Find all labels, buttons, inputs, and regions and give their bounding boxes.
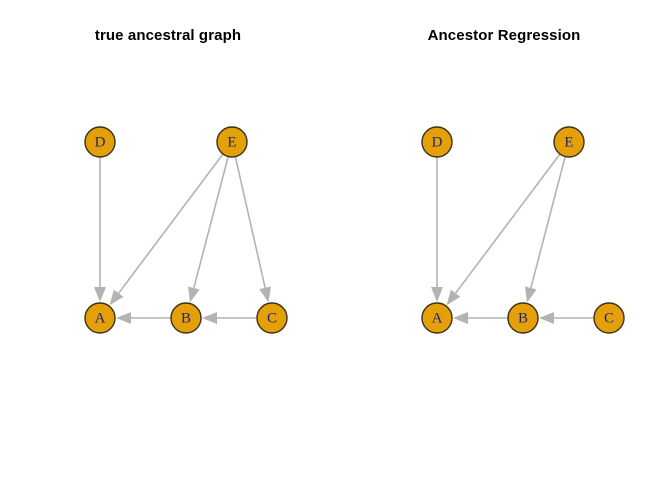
node-B[interactable]: B: [170, 302, 202, 334]
edge-D-to-A: [94, 157, 106, 302]
arrowhead-icon: [446, 289, 461, 306]
node-circle[interactable]: [507, 302, 539, 334]
graph-true-ancestral-graph: D E A B C: [84, 126, 288, 334]
node-D[interactable]: D: [421, 126, 453, 158]
arrowhead-icon: [453, 312, 468, 324]
node-label: A: [95, 311, 106, 327]
node-circle[interactable]: [421, 302, 453, 334]
panel-title-right: Ancestor Regression: [427, 27, 581, 44]
edge-line: [234, 156, 266, 288]
node-E[interactable]: E: [216, 126, 248, 158]
edge-E-to-A: [109, 153, 224, 306]
edge-D-to-A: [431, 157, 443, 302]
edge-B-to-A: [116, 312, 171, 324]
node-label: D: [95, 135, 106, 151]
edge-E-to-A: [446, 153, 561, 306]
node-circle[interactable]: [256, 302, 288, 334]
node-D[interactable]: D: [84, 126, 116, 158]
edge-C-to-B: [202, 312, 257, 324]
node-circle[interactable]: [84, 302, 116, 334]
node-A[interactable]: A: [84, 302, 116, 334]
node-B[interactable]: B: [507, 302, 539, 334]
arrowhead-icon: [94, 287, 106, 302]
arrowhead-icon: [539, 312, 554, 324]
edge-C-to-B: [539, 312, 594, 324]
edge-E-to-B: [188, 156, 229, 303]
node-circle[interactable]: [421, 126, 453, 158]
node-circle[interactable]: [170, 302, 202, 334]
arrowhead-icon: [525, 286, 537, 303]
arrowhead-icon: [116, 312, 131, 324]
node-A[interactable]: A: [421, 302, 453, 334]
node-circle[interactable]: [216, 126, 248, 158]
node-label: D: [432, 135, 443, 151]
panel-ancestor-regression: Ancestor Regression D E A B C: [336, 0, 672, 480]
node-circle[interactable]: [593, 302, 625, 334]
node-label: C: [604, 311, 614, 327]
graph-ancestor-regression: D E A B C: [421, 126, 625, 334]
edge-line: [117, 153, 224, 294]
node-label: A: [432, 311, 443, 327]
edge-E-to-B: [525, 156, 566, 303]
node-label: B: [181, 311, 191, 327]
arrowhead-icon: [188, 286, 200, 303]
edge-line: [454, 153, 561, 294]
panel-title-left: true ancestral graph: [94, 27, 242, 44]
node-label: E: [227, 135, 236, 151]
edge-line: [193, 156, 229, 289]
arrowhead-icon: [202, 312, 217, 324]
arrowhead-icon: [431, 287, 443, 302]
node-label: B: [518, 311, 528, 327]
node-E[interactable]: E: [553, 126, 585, 158]
node-circle[interactable]: [84, 126, 116, 158]
node-label: C: [267, 311, 277, 327]
edge-E-to-C: [234, 156, 271, 303]
arrowhead-icon: [109, 289, 124, 306]
node-C[interactable]: C: [593, 302, 625, 334]
arrowhead-icon: [259, 286, 271, 303]
node-label: E: [564, 135, 573, 151]
panel-true-ancestral-graph: true ancestral graph D E A B C: [84, 27, 288, 334]
edge-B-to-A: [453, 312, 508, 324]
node-circle[interactable]: [553, 126, 585, 158]
edge-line: [530, 156, 566, 289]
node-C[interactable]: C: [256, 302, 288, 334]
